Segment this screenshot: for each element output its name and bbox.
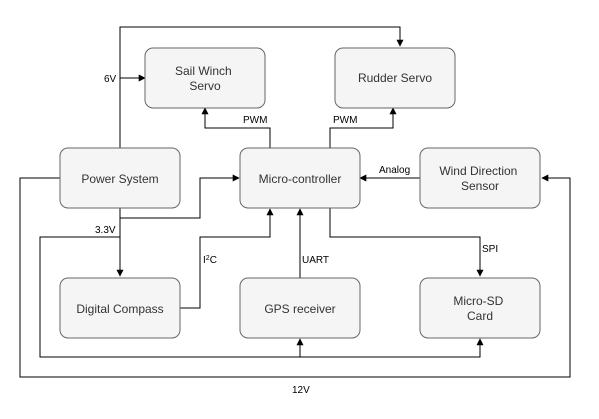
svg-text:Micro-controller: Micro-controller <box>259 172 342 186</box>
gps-receiver-label: GPS receiver <box>264 302 335 316</box>
connections <box>19 26 571 378</box>
svg-text:Digital Compass: Digital Compass <box>76 302 163 316</box>
micro-sd-card-block: Micro-SD Card <box>419 277 541 339</box>
label-uart: UART <box>302 255 329 266</box>
sail-winch-servo-label-line-1: Sail Winch <box>175 64 232 78</box>
label-i2c: I2C <box>203 255 217 267</box>
wind-direction-label-line-1: Wind Direction <box>439 164 517 178</box>
wind-direction-sensor-block: Wind Direction Sensor <box>419 147 541 209</box>
svg-text:Wind Direction Sensor: Wind Direction Sensor <box>439 164 520 193</box>
edge-labels: 6V PWM PWM Analog 3.3V I2C UART SPI 12V <box>95 74 498 396</box>
label-pwm-rudder: PWM <box>333 115 357 126</box>
label-6v: 6V <box>104 74 117 85</box>
label-spi: SPI <box>482 244 498 255</box>
svg-text:Sail Winch Servo: Sail Winch Servo <box>175 64 235 93</box>
power-system-block: Power System <box>59 147 181 209</box>
micro-controller-label: Micro-controller <box>259 172 342 186</box>
svg-text:GPS receiver: GPS receiver <box>264 302 335 316</box>
wind-direction-label-line-2: Sensor <box>461 179 499 193</box>
label-analog: Analog <box>379 165 410 176</box>
svg-text:Micro-SD Card: Micro-SD Card <box>453 294 506 323</box>
wire-micro-to-rudder-pwm <box>329 107 397 148</box>
wire-power-to-micro <box>119 174 240 219</box>
micro-sd-label-line-2: Card <box>467 309 493 323</box>
label-pwm-sail: PWM <box>243 115 267 126</box>
micro-sd-label-line-1: Micro-SD <box>453 294 503 308</box>
wire-power-to-sail-winch <box>119 74 146 148</box>
rudder-servo-block: Rudder Servo <box>334 47 456 109</box>
wire-micro-to-sail-winch-pwm <box>201 107 271 148</box>
svg-text:Power System: Power System <box>81 172 158 186</box>
wire-compass-to-micro-i2c <box>180 208 274 309</box>
rudder-servo-label: Rudder Servo <box>358 71 432 85</box>
wire-3v3-to-sd <box>300 338 484 358</box>
wire-power-3v3-bus <box>39 236 304 358</box>
sail-winch-servo-block: Sail Winch Servo <box>144 47 266 109</box>
digital-compass-label: Digital Compass <box>76 302 163 316</box>
micro-controller-block: Micro-controller <box>239 147 361 209</box>
wire-micro-to-sd-spi <box>329 208 484 277</box>
gps-receiver-block: GPS receiver <box>239 277 361 339</box>
svg-text:Rudder Servo: Rudder Servo <box>358 71 432 85</box>
label-3v3: 3.3V <box>95 225 116 236</box>
power-system-label: Power System <box>81 172 158 186</box>
sail-winch-servo-label-line-2: Servo <box>189 79 221 93</box>
digital-compass-block: Digital Compass <box>59 277 181 339</box>
label-12v: 12V <box>292 385 310 396</box>
wire-power-to-rudder <box>119 26 404 78</box>
wire-power-to-wind-12v <box>19 174 571 378</box>
